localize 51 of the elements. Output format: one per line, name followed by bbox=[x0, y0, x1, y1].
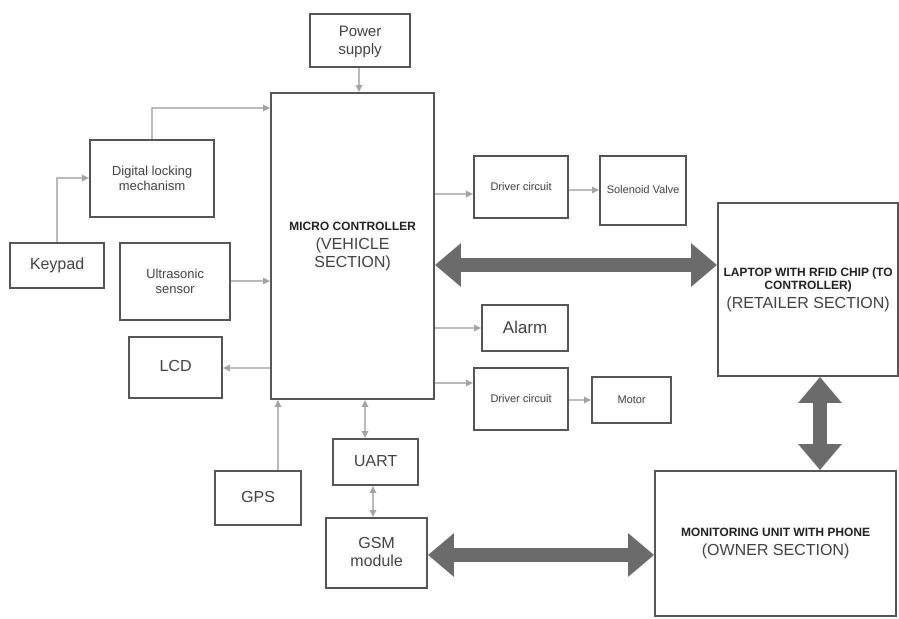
arrow bbox=[231, 278, 270, 284]
process-box bbox=[214, 470, 302, 526]
box-label: Ultrasonic sensor bbox=[145, 266, 205, 296]
process-box bbox=[9, 242, 105, 289]
block-arrow bbox=[428, 533, 654, 577]
process-box bbox=[473, 367, 569, 431]
process-box bbox=[270, 92, 435, 400]
box-label: Power supply bbox=[337, 23, 383, 58]
process-box bbox=[717, 202, 899, 377]
box-label: UART bbox=[354, 452, 398, 472]
box-label: Alarm bbox=[502, 318, 548, 338]
box-label: Solenoid Valve bbox=[606, 184, 680, 197]
arrow bbox=[435, 380, 473, 386]
process-box bbox=[128, 336, 223, 399]
arrow bbox=[370, 486, 376, 517]
block-arrow bbox=[798, 377, 842, 470]
box-heading: LAPTOP WITH RFID CHIP (TO CONTROLLER) bbox=[723, 266, 893, 294]
box-label: Driver circuit bbox=[490, 392, 552, 406]
arrow bbox=[362, 400, 368, 438]
arrow bbox=[356, 68, 362, 92]
box-label: LCD bbox=[159, 358, 192, 377]
arrow bbox=[569, 186, 599, 194]
box-label: Digital locking mechanism bbox=[110, 164, 194, 194]
box-label: Driver circuit bbox=[490, 180, 552, 194]
box-heading: MONITORING UNIT WITH PHONE bbox=[680, 526, 870, 540]
process-box bbox=[89, 139, 215, 218]
process-box bbox=[654, 470, 897, 617]
arrow bbox=[56, 174, 89, 242]
box-label: GSM module bbox=[349, 534, 404, 572]
box-label: (VEHICLE SECTION) bbox=[313, 236, 392, 272]
process-box bbox=[119, 242, 231, 321]
box-label: Keypad bbox=[30, 256, 84, 275]
block-arrow bbox=[435, 243, 717, 287]
arrow bbox=[223, 364, 270, 372]
process-box bbox=[481, 304, 569, 352]
box-label: GPS bbox=[241, 488, 275, 508]
arrow bbox=[151, 104, 270, 139]
box-label: (OWNER SECTION) bbox=[702, 542, 850, 561]
process-box bbox=[473, 155, 569, 219]
arrow bbox=[435, 190, 473, 198]
arrow bbox=[435, 324, 481, 332]
arrow bbox=[274, 400, 282, 470]
process-box bbox=[591, 376, 672, 424]
arrow bbox=[569, 396, 591, 404]
process-box bbox=[599, 155, 687, 226]
box-heading: MICRO CONTROLLER bbox=[289, 220, 416, 234]
box-label: Motor bbox=[617, 394, 646, 406]
process-box bbox=[325, 517, 428, 589]
process-box bbox=[309, 13, 411, 68]
process-box bbox=[332, 438, 419, 486]
box-label: (RETAILER SECTION) bbox=[726, 295, 890, 314]
